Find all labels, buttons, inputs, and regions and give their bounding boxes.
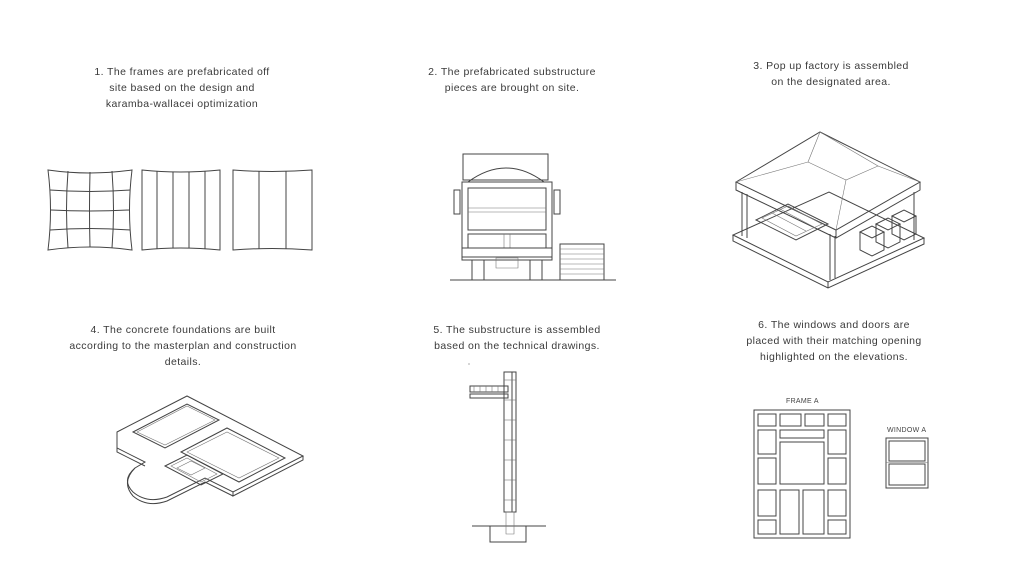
step-3-line-2: on the designated area. (771, 76, 891, 88)
step-3-line-1: 3. Pop up factory is assembled (753, 60, 909, 72)
step-2-line-2: pieces are brought on site. (444, 82, 580, 94)
curved-grid-frame (48, 170, 132, 250)
concrete-foundations-drawing (105, 392, 310, 527)
step-5-caption: 5. The substructure is assembled based o… (417, 322, 617, 354)
step-1-caption: 1. The frames are prefabricated off site… (82, 64, 282, 112)
storage-bins (860, 210, 916, 256)
step-2-caption: 2. The prefabricated substructure pieces… (412, 64, 612, 96)
prefab-frames-drawing (40, 162, 320, 262)
step-1-line-2: site based on the design and (109, 82, 255, 94)
delivery-truck-drawing (448, 152, 618, 284)
step-2-line-1: 2. The prefabricated substructure (428, 66, 596, 78)
window-a-elevation (886, 438, 928, 488)
step-3-caption: 3. Pop up factory is assembled on the de… (731, 58, 931, 90)
step-4-caption: 4. The concrete foundations are built ac… (63, 322, 303, 370)
step-6-line-2: placed with their matching opening (746, 335, 922, 347)
window-a-label: WINDOW A (887, 427, 926, 434)
step-5-line-2: based on the technical drawings. (434, 340, 600, 352)
vertical-stud-frame (142, 170, 220, 250)
step-1-line-3: karamba-wallacei optimization (105, 98, 259, 110)
step-6-caption: 6. The windows and doors are placed with… (734, 317, 934, 365)
step-5-line-1: 5. The substructure is assembled (433, 324, 601, 336)
frame-a-elevation (754, 410, 850, 538)
substructure-stack (560, 244, 604, 280)
step-6-line-1: 6. The windows and doors are (758, 319, 910, 331)
frame-a-label: FRAME A (786, 398, 819, 405)
step-4-line-1: 4. The concrete foundations are built (90, 324, 276, 336)
step-4-line-3: details. (164, 356, 202, 368)
wide-stud-frame (233, 170, 312, 250)
step-1-line-1: 1. The frames are prefabricated off (94, 66, 270, 78)
substructure-section-drawing (462, 360, 552, 546)
step-4-line-2: according to the masterplan and construc… (69, 340, 297, 352)
popup-factory-drawing (728, 130, 928, 300)
frame-window-elevations-drawing: FRAME A WINDOW A (750, 398, 940, 544)
step-6-line-3: highlighted on the elevations. (759, 351, 909, 363)
